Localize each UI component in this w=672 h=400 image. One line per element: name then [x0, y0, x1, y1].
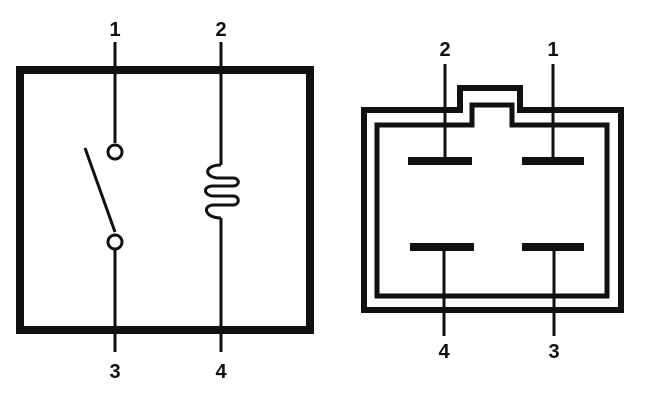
relay-schematic: 1 2 3 4: [16, 19, 314, 383]
switch-contact-bottom: [106, 233, 124, 251]
terminal-bottom-left: [410, 243, 474, 251]
schematic-body: [16, 66, 314, 334]
connector-pin-2-label: 2: [439, 39, 450, 61]
switch-contact-top: [106, 143, 124, 161]
connector-pin-4-label: 4: [438, 341, 450, 363]
schematic-pin-3-label: 3: [109, 361, 120, 383]
switch-blade: [83, 147, 117, 233]
terminal-top-left: [408, 157, 472, 165]
schematic-pin-1-label: 1: [109, 19, 120, 41]
connector-view: 2 1 4 3: [361, 39, 624, 363]
terminal-top-right: [522, 157, 584, 165]
coil-winding: [204, 163, 240, 220]
terminal-bottom-right: [522, 243, 584, 251]
connector-housing-outer: [361, 85, 624, 313]
schematic-pin-2-label: 2: [215, 19, 226, 41]
connector-housing-inner: [374, 102, 610, 299]
schematic-pin-4-label: 4: [215, 361, 227, 383]
connector-pin-3-label: 3: [548, 341, 559, 363]
connector-pin-1-label: 1: [547, 39, 558, 61]
